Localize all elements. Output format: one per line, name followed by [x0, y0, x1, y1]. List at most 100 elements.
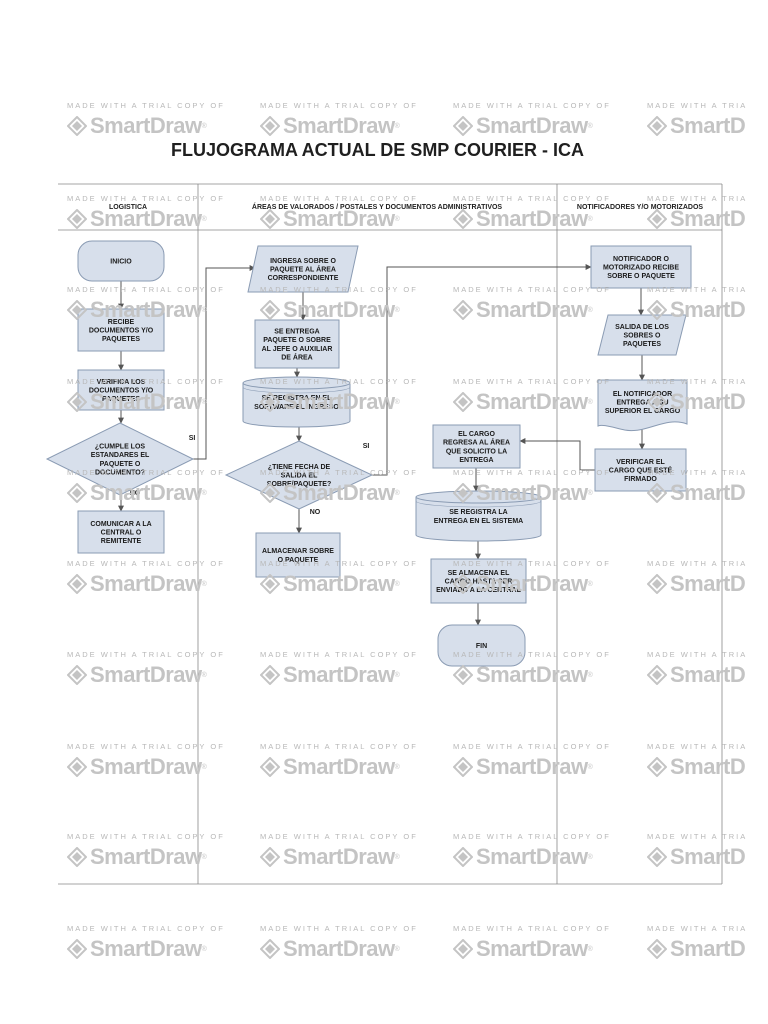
node-label-line: DOCUMENTOS Y/O: [89, 328, 154, 335]
process-shape: [254, 319, 340, 369]
node-label-line: ALMACENAR SOBRE: [262, 548, 334, 555]
edge-line: [519, 438, 595, 471]
decision-shape: [45, 422, 195, 496]
node-label-line: COMUNICAR A LA: [90, 521, 151, 528]
node-label-line: VERIFICAR EL: [616, 459, 665, 466]
database-rim: [242, 382, 351, 390]
database-shape: [242, 376, 351, 428]
lane-title-notificadores: NOTIFICADORES Y/O MOTORIZADOS: [577, 204, 703, 211]
database-rim: [242, 386, 351, 394]
node-label: SE REGISTRA LA ENTREGA EN EL SISTEMA: [434, 509, 523, 525]
edge-fecha-to-almacenar: NO: [296, 509, 321, 534]
node-label-line: SE REGISTRA LA: [449, 509, 507, 516]
node-label-line: SOBRE/PAQUETE?: [267, 481, 331, 488]
process-shape: [77, 510, 165, 554]
node-registra_entrega: SE REGISTRA LA ENTREGA EN EL SISTEMA: [415, 490, 542, 542]
io-shape: [247, 245, 359, 293]
edge-label: NO: [310, 509, 321, 516]
terminal-shape: [77, 240, 165, 282]
node-label-line: PAQUETE AL ÁREA: [270, 265, 336, 274]
edge-cumple-to-ingresa: SI: [189, 265, 256, 460]
process-shape: [430, 558, 527, 604]
edge-line: [372, 264, 592, 476]
edge-label: NO: [130, 490, 141, 497]
node-label-line: SUPERIOR EL CARGO: [605, 408, 681, 415]
terminal-shape: [437, 624, 526, 667]
node-label-line: SOBRE O PAQUETE: [607, 273, 675, 280]
node-label-line: REGRESA AL ÁREA: [443, 438, 510, 447]
node-label-line: ESTANDARES EL: [91, 452, 150, 459]
edges: NO SI NO SI: [118, 264, 645, 626]
database-rim: [415, 500, 542, 508]
process-shape: [255, 532, 341, 578]
node-label-line: ¿TIENE FECHA DE: [268, 464, 331, 471]
node-label-line: FIRMADO: [624, 476, 657, 483]
node-label-line: PAQUETES: [623, 341, 661, 348]
node-almacenar: ALMACENAR SOBRE O PAQUETE: [255, 532, 341, 578]
node-label-line: SE REGISTRA EN EL: [262, 395, 332, 402]
edge-line: [193, 265, 256, 460]
node-label-line: O PAQUETE: [278, 557, 319, 564]
node-label-line: ENTREGA A SU: [616, 400, 668, 407]
node-label-line: PAQUETE O: [100, 461, 141, 468]
node-label-line: CORRESPONDIENTE: [268, 275, 339, 282]
node-label-line: DE ÁREA: [281, 352, 313, 361]
node-label-line: CARGO QUE ESTÉ: [609, 466, 673, 475]
node-label-line: CENTRAL O: [101, 530, 142, 537]
edge-verificar_cargo-to-cargo_regresa: [519, 438, 595, 471]
node-label-line: MOTORIZADO RECIBE: [603, 265, 679, 272]
edge-label: SI: [363, 443, 370, 450]
node-label-line: ENTREGA: [459, 457, 493, 464]
node-label-line: VERIFICA LOS: [97, 379, 146, 386]
node-label-line: SE ENTREGA: [274, 329, 320, 336]
node-label-line: DOCUMENTOS Y/O: [89, 388, 154, 395]
swimlanes: LOGISTICA ÁREAS DE VALORADOS / POSTALES Y…: [58, 183, 723, 885]
node-registra: SE REGISTRA EN EL SOFTWARE EL INGRESO: [242, 376, 351, 428]
process-shape: [77, 369, 165, 411]
node-label: FIN: [476, 643, 487, 650]
node-label-line: CARGO HASTA SER: [445, 579, 513, 586]
node-label-line: INICIO: [110, 259, 132, 266]
node-label-line: SOBRES O: [624, 333, 662, 340]
process-shape: [590, 245, 692, 289]
edge-cumple-to-comunicar: NO: [118, 490, 141, 512]
node-label-line: ENVIADO A LA CENTRAL: [436, 587, 522, 594]
page-title: FLUJOGRAMA ACTUAL DE SMP COURIER - ICA: [170, 140, 584, 160]
node-label-line: PAQUETES: [102, 396, 140, 403]
node-label-line: SALIDA DE LOS: [615, 324, 669, 331]
node-label: INICIO: [110, 259, 132, 266]
node-label-line: RECIBE: [108, 319, 135, 326]
process-shape: [77, 308, 165, 352]
node-label-line: NOTIFICADOR O: [613, 256, 670, 263]
database-shape: [415, 490, 542, 542]
lane-title-areas: ÁREAS DE VALORADOS / POSTALES Y DOCUMENT…: [252, 202, 503, 211]
edge-label: SI: [189, 435, 196, 442]
node-label-line: ENTREGA EN EL SISTEMA: [434, 518, 523, 525]
process-shape: [432, 424, 521, 469]
lane-title-logistica: LOGISTICA: [109, 204, 147, 211]
node-label-line: EL NOTIFICADOR: [613, 391, 672, 398]
node-label-line: SOFTWARE EL INGRESO: [254, 404, 339, 411]
node-label-line: EL CARGO: [458, 431, 495, 438]
